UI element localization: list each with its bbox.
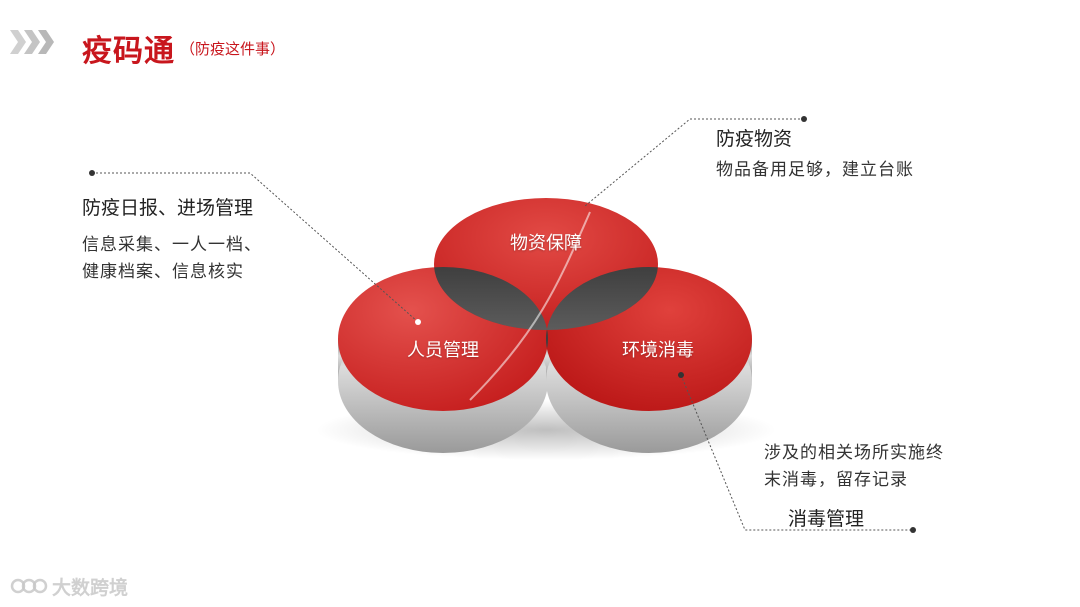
callout-bottom-text: 涉及的相关场所实施终 末消毒，留存记录 [764,440,944,494]
connector-dot [415,319,421,325]
circle-label-personnel: 人员管理 [407,336,479,362]
circle-label-disinfection: 环境消毒 [622,336,694,362]
connector-dot [801,116,807,122]
circle-label-supplies: 物资保障 [510,229,582,255]
connector-dot [89,170,95,176]
watermark-text: 大数跨境 [52,573,128,600]
callout-top-text: 物品备用足够，建立台账 [716,157,914,184]
connector-dot [910,527,916,533]
callout-left-text: 信息采集、一人一档、 健康档案、信息核实 [82,232,262,286]
callout-bottom-heading: 消毒管理 [788,504,864,531]
watermark: 大数跨境 [10,573,128,599]
watermark-logo-icon [10,575,48,597]
callout-top-heading: 防疫物资 [716,124,792,151]
callout-left-heading: 防疫日报、进场管理 [82,193,253,220]
connector-dot [678,372,684,378]
